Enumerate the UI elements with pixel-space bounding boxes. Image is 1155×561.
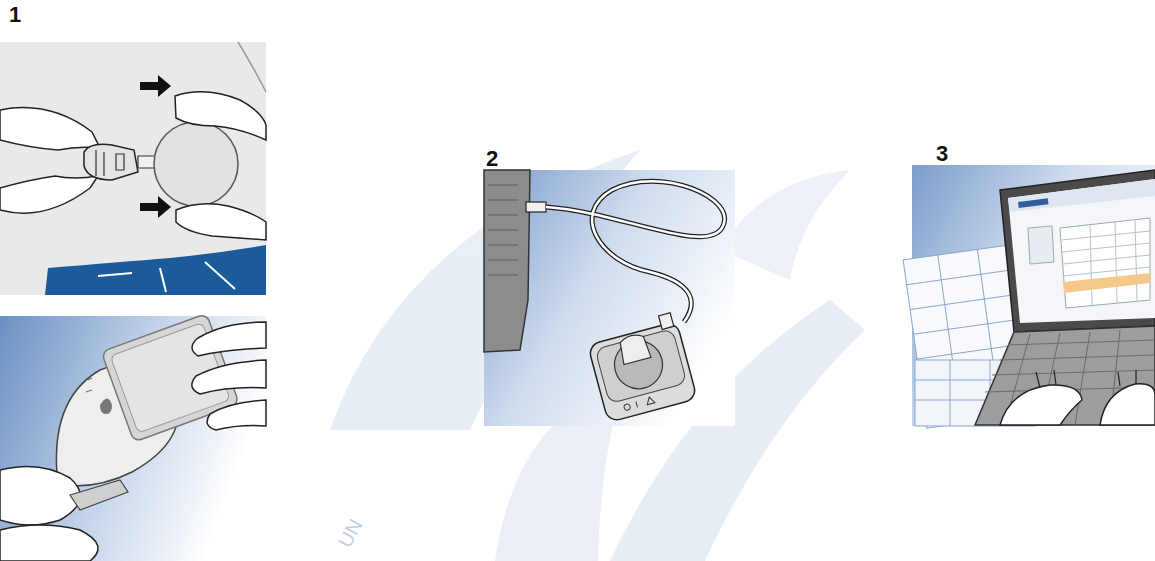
- software-report-illustration-part: [975, 326, 1155, 425]
- device-cable-illustration-part: [488, 185, 518, 275]
- step-number: 1: [9, 4, 21, 26]
- sensor-connection-illustration-part: [0, 108, 100, 150]
- software-report-illustration-part: [1008, 179, 1155, 212]
- device-cable-illustration-part: [546, 181, 725, 322]
- sensor-connection-illustration-part: [96, 150, 124, 176]
- tape-application-illustration-part: [70, 480, 128, 510]
- step-panel: 2: [480, 142, 738, 428]
- tape-application-illustration-part: [100, 399, 112, 415]
- watermark-text: UN: [334, 515, 368, 551]
- software-report-illustration: [903, 165, 1155, 428]
- sensor-connection-illustration-part: [84, 144, 138, 180]
- sensor-connection-illustration-part: [140, 196, 171, 218]
- software-report-illustration-part: [985, 330, 1155, 425]
- tape-application-illustration-part: [192, 322, 266, 356]
- device-cable-illustration-part-part: [588, 321, 698, 422]
- step-number: 2: [486, 148, 498, 170]
- device-cable-illustration-part: [546, 181, 725, 322]
- device-cable-illustration-part-part: [617, 332, 651, 364]
- device-cable-illustration-part-part: [636, 396, 655, 407]
- software-report-illustration-part: [1018, 198, 1049, 208]
- watermark-shape: [330, 150, 865, 561]
- tape-application-illustration-part: [0, 525, 98, 561]
- sensor-connection-illustration-part: [98, 262, 235, 292]
- sensor-connection-illustration-part: [140, 75, 171, 97]
- software-report-illustration-part: [1028, 226, 1054, 264]
- software-report-illustration-part: [1008, 179, 1155, 323]
- step-panel: 1: [0, 0, 268, 561]
- sensor-connection-illustration-part: [238, 42, 266, 92]
- software-report-illustration-part: [1060, 218, 1150, 308]
- sensor-connection-illustration-part: [175, 92, 266, 140]
- device-cable-illustration-part: [484, 170, 530, 352]
- device-cable-illustration: [484, 170, 735, 426]
- sensor-connection-illustration-part: [45, 245, 266, 295]
- tape-application-illustration: [0, 314, 266, 561]
- sensor-connection-illustration-part: [176, 204, 266, 240]
- tape-application-illustration-part: [86, 378, 92, 392]
- sensor-connection-illustration-part: [0, 42, 266, 295]
- software-report-illustration-part: [1000, 170, 1155, 332]
- software-report-illustration-part: [1000, 385, 1082, 425]
- software-report-illustration-part: [1062, 220, 1150, 305]
- tape-application-illustration-part: [0, 466, 80, 525]
- step-number: 3: [936, 143, 948, 165]
- device-cable-illustration-part: [484, 170, 735, 426]
- watermark-shape-part: [720, 170, 850, 280]
- step-panel: 3: [908, 138, 1155, 428]
- software-report-illustration-part: [1063, 273, 1150, 293]
- tape-application-illustration-part: [0, 316, 266, 561]
- sensor-connection-illustration: [0, 42, 266, 295]
- device-cable-illustration-part: [526, 202, 546, 212]
- tape-application-illustration-part: [192, 360, 266, 394]
- device-cable-illustration-part-part: [595, 329, 687, 404]
- device-cable-illustration-part: [585, 312, 697, 423]
- device-cable-illustration-part-part: [659, 313, 674, 330]
- software-report-illustration-part: [1036, 370, 1136, 388]
- software-report-illustration-part: [1100, 384, 1155, 425]
- sensor-connection-illustration-part: [154, 122, 238, 206]
- tape-application-illustration-part: [207, 400, 266, 430]
- device-cable-illustration-part-part: [623, 403, 630, 410]
- sensor-connection-illustration-part: [0, 176, 98, 213]
